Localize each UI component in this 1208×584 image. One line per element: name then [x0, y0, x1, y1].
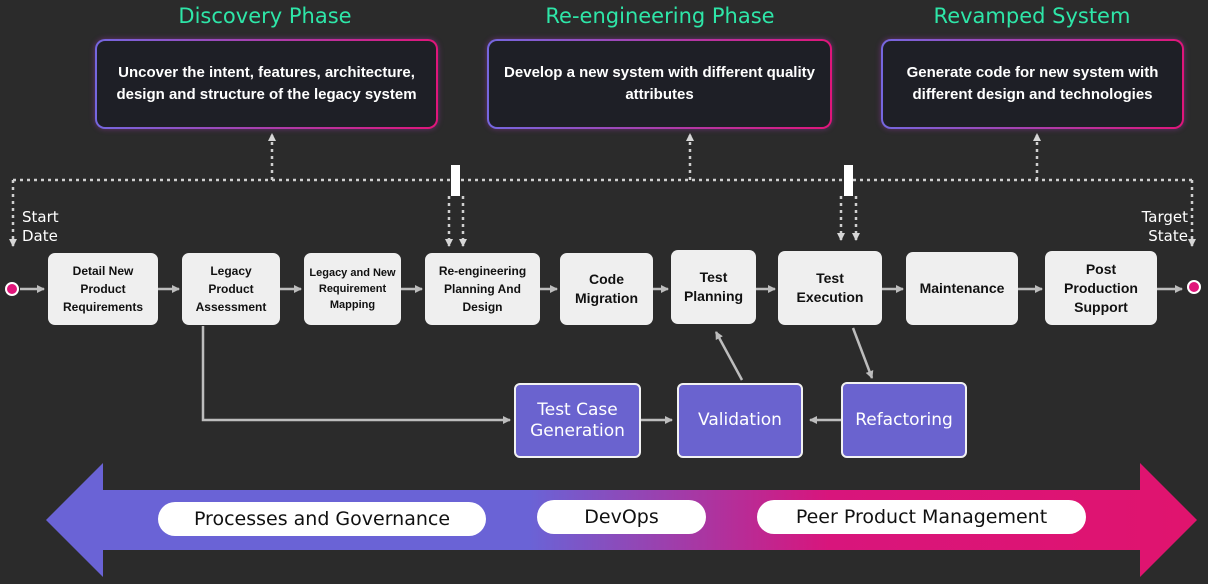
start-date-label: Start Date [22, 208, 59, 245]
phase-box-revamped: Generate code for new system with differ… [881, 39, 1184, 129]
flow-arrows [20, 285, 1183, 424]
phase-marker-1 [451, 165, 460, 196]
refactoring-box[interactable]: Refactoring [841, 382, 967, 458]
phase-marker-2 [844, 165, 853, 196]
phase-title-revamped: Revamped System [933, 4, 1131, 28]
step-post-production-support[interactable]: Post Production Support [1045, 251, 1157, 325]
step-test-execution[interactable]: Test Execution [778, 251, 882, 325]
timeline-dotted-lines [9, 133, 1196, 247]
end-dot [1187, 280, 1201, 294]
start-dot [5, 282, 19, 296]
step-legacy-new-requirement-mapping[interactable]: Legacy and New Requirement Mapping [304, 253, 401, 325]
phase-box-reengineering: Develop a new system with different qual… [487, 39, 832, 129]
step-maintenance[interactable]: Maintenance [906, 252, 1018, 325]
phase-title-reengineering: Re-engineering Phase [545, 4, 775, 28]
step-legacy-product-assessment[interactable]: Legacy Product Assessment [182, 253, 280, 325]
target-state-label: Target State [1141, 208, 1188, 245]
test-case-generation-box[interactable]: Test Case Generation [514, 383, 641, 458]
step-detail-new-product-requirements[interactable]: Detail New Product Requirements [48, 253, 158, 325]
pill-processes-governance: Processes and Governance [158, 502, 486, 536]
step-code-migration[interactable]: Code Migration [560, 253, 653, 325]
pill-devops: DevOps [537, 500, 706, 534]
step-reengineering-planning-design[interactable]: Re-engineering Planning And Design [425, 253, 540, 325]
pill-peer-product-management: Peer Product Management [757, 500, 1086, 534]
phase-title-discovery: Discovery Phase [178, 4, 352, 28]
step-test-planning[interactable]: Test Planning [671, 250, 756, 324]
phase-box-discovery: Uncover the intent, features, architectu… [95, 39, 438, 129]
validation-box[interactable]: Validation [677, 383, 803, 458]
